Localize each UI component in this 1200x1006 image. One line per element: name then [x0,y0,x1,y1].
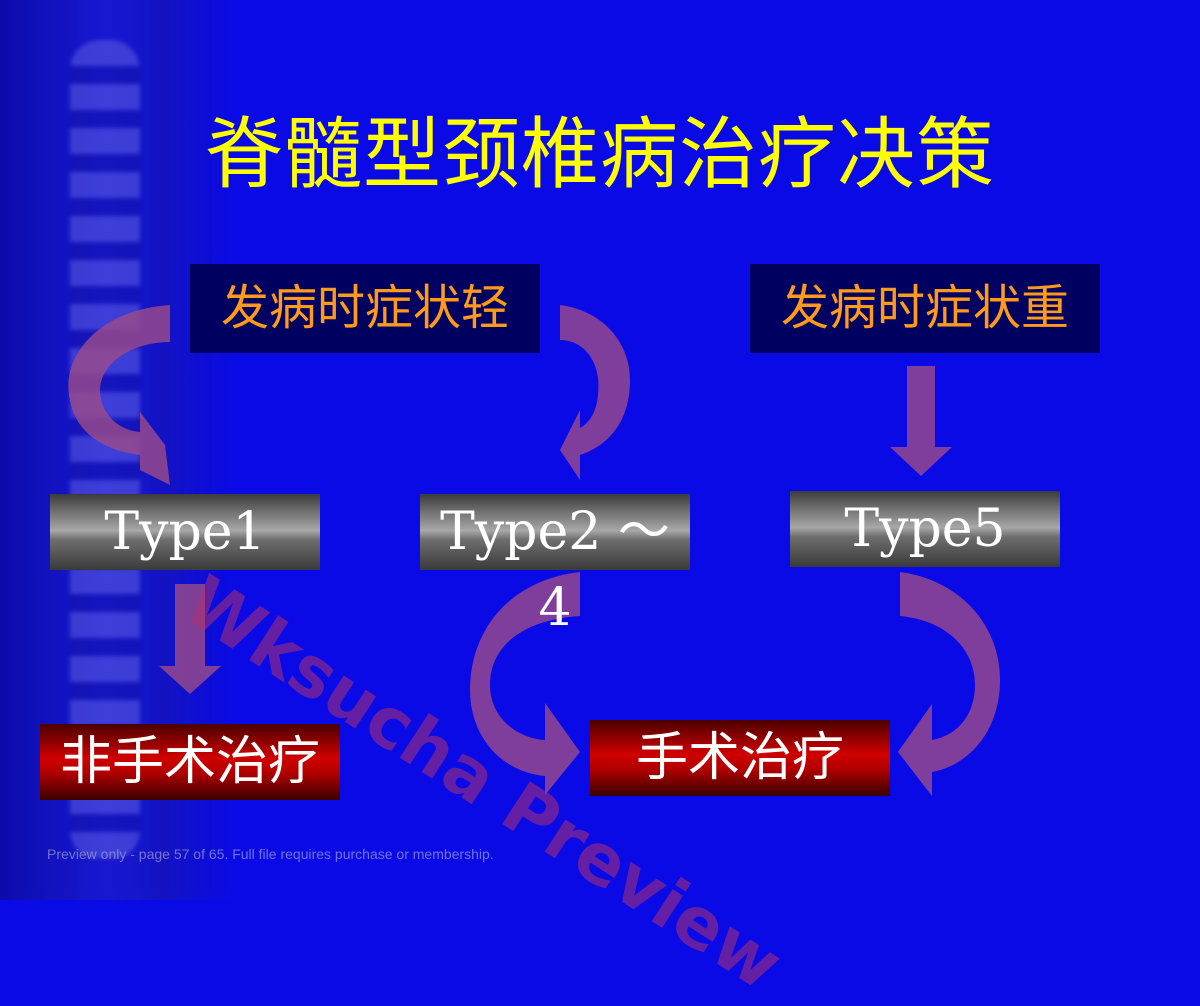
type1-box: Type1 [50,494,320,570]
non-surgical-treatment-label: 非手术治疗 [59,732,320,792]
type2-4-label: Type2 ～ 4 [440,502,670,638]
flow-arrows [68,305,1000,796]
curved-arrow-to-type1 [68,305,170,485]
curved-arrow-type5-to-surgical [898,572,1000,796]
surgical-treatment-label: 手术治疗 [635,728,844,788]
type2-4-box: Type2 ～ 4 [420,494,690,638]
preview-footer-note: Preview only - page 57 of 65. Full file … [47,846,494,862]
slide-title: 脊髓型颈椎病治疗决策 [204,110,995,200]
condition-severe-label: 发病时症状重 [780,280,1069,336]
curved-arrow-type2-4-to-surgical [470,572,580,795]
straight-arrow-to-non-surgical [159,584,221,694]
non-surgical-treatment-box: 非手术治疗 [40,724,340,800]
condition-severe-box: 发病时症状重 [750,264,1100,353]
surgical-treatment-box: 手术治疗 [590,720,890,796]
type5-box: Type5 [790,491,1060,567]
condition-mild-label: 发病时症状轻 [220,280,509,336]
type5-label: Type5 [844,499,1006,559]
type1-label: Type1 [104,502,266,562]
straight-arrow-to-type5 [890,366,952,476]
condition-mild-box: 发病时症状轻 [190,264,540,353]
curved-arrow-to-type2-4 [560,305,630,480]
